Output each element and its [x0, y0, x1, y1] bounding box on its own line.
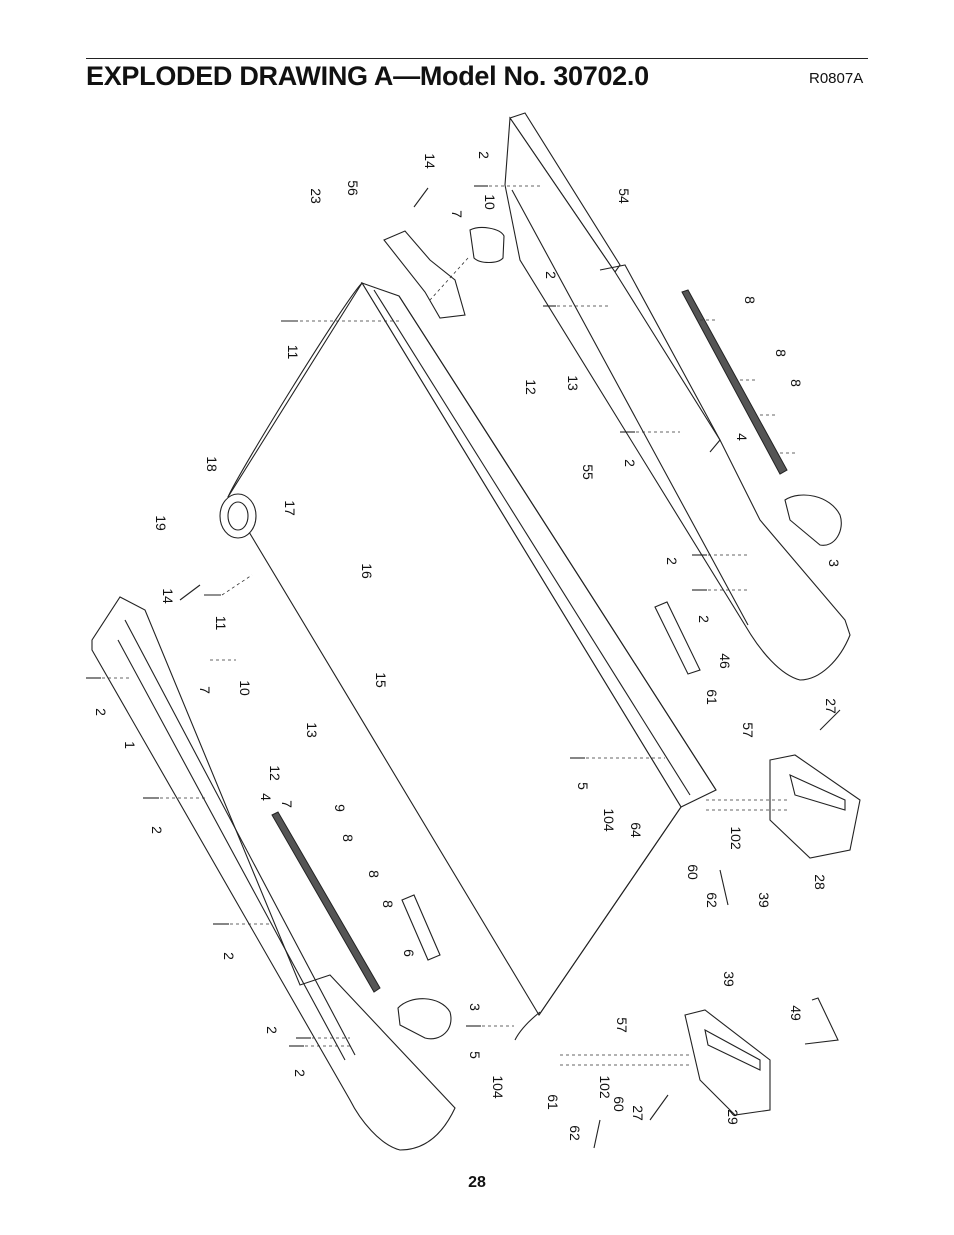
foot-caps — [397, 494, 842, 1040]
part-label-61: 61 — [704, 689, 720, 705]
part-label-46: 46 — [717, 653, 733, 669]
part-label-2: 2 — [221, 952, 237, 960]
part-label-7: 7 — [197, 686, 213, 694]
part-label-5: 5 — [467, 1051, 483, 1059]
leader-lines — [102, 185, 797, 1066]
part-label-12: 12 — [267, 765, 283, 781]
right-rail — [504, 112, 851, 681]
part-label-11: 11 — [285, 345, 301, 360]
part-label-7: 7 — [279, 800, 295, 808]
part-label-27: 27 — [630, 1105, 646, 1121]
part-label-60: 60 — [611, 1096, 627, 1112]
part-label-2: 2 — [149, 826, 165, 834]
part-label-14: 14 — [160, 588, 176, 604]
part-label-39: 39 — [756, 892, 772, 908]
part-label-8: 8 — [340, 834, 356, 842]
part-label-8: 8 — [773, 349, 789, 357]
part-label-2: 2 — [664, 557, 680, 565]
part-label-3: 3 — [467, 1003, 483, 1011]
part-label-2: 2 — [264, 1026, 280, 1034]
part-label-49: 49 — [788, 1005, 804, 1021]
part-label-19: 19 — [153, 515, 169, 531]
part-label-57: 57 — [614, 1017, 630, 1033]
front-roller — [219, 493, 257, 539]
part-label-1: 1 — [122, 741, 138, 749]
rear-bracket-29 — [684, 1009, 771, 1116]
part-label-9: 9 — [332, 804, 348, 812]
part-label-8: 8 — [366, 870, 382, 878]
decal-6 — [401, 894, 441, 961]
part-label-55: 55 — [580, 464, 596, 480]
part-label-6: 6 — [401, 949, 417, 957]
part-label-60: 60 — [685, 864, 701, 880]
part-label-4: 4 — [734, 433, 750, 441]
part-label-3: 3 — [826, 559, 842, 567]
part-label-104: 104 — [490, 1075, 506, 1099]
part-label-8: 8 — [380, 900, 396, 908]
rear-bracket-28 — [769, 754, 861, 859]
left-rail — [91, 596, 456, 1151]
part-label-102: 102 — [728, 826, 744, 850]
page-title: EXPLODED DRAWING A—Model No. 30702.0 — [86, 61, 649, 91]
part-label-2: 2 — [292, 1069, 308, 1077]
belt-guides — [271, 289, 788, 993]
part-label-16: 16 — [359, 563, 375, 579]
part-label-27: 27 — [823, 698, 839, 714]
part-label-10: 10 — [237, 680, 253, 696]
part-label-29: 29 — [725, 1109, 741, 1125]
header-rule — [86, 58, 868, 59]
part-label-7: 7 — [449, 210, 465, 218]
upper-bracket — [383, 227, 505, 319]
part-label-4: 4 — [258, 793, 274, 801]
part-label-23: 23 — [308, 188, 324, 204]
part-label-12: 12 — [523, 379, 539, 395]
part-label-54: 54 — [616, 188, 632, 204]
part-label-102: 102 — [597, 1075, 613, 1099]
part-label-14: 14 — [422, 153, 438, 169]
part-label-104: 104 — [601, 808, 617, 832]
treadmill-deck — [227, 281, 717, 1041]
part-label-61: 61 — [545, 1094, 561, 1110]
part-label-39: 39 — [721, 971, 737, 987]
page-number: 28 — [468, 1174, 486, 1191]
part-label-15: 15 — [373, 672, 389, 688]
part-label-2: 2 — [622, 459, 638, 467]
part-label-13: 13 — [304, 722, 320, 738]
hex-wrench — [804, 997, 839, 1045]
part-label-5: 5 — [575, 782, 591, 790]
part-label-8: 8 — [788, 379, 804, 387]
part-label-13: 13 — [565, 375, 581, 391]
part-label-10: 10 — [482, 194, 498, 210]
part-label-17: 17 — [282, 500, 298, 516]
part-label-2: 2 — [543, 271, 559, 279]
part-label-2: 2 — [476, 151, 492, 159]
screws — [86, 185, 841, 1149]
part-label-62: 62 — [704, 892, 720, 908]
part-label-2: 2 — [93, 708, 109, 716]
part-label-11: 11 — [213, 616, 229, 631]
decal-46 — [654, 601, 701, 675]
part-label-2: 2 — [696, 615, 712, 623]
part-label-62: 62 — [567, 1125, 583, 1141]
drawing-reference-code: R0807A — [809, 70, 864, 87]
part-label-57: 57 — [740, 722, 756, 738]
part-label-56: 56 — [345, 180, 361, 196]
part-label-64: 64 — [628, 822, 644, 838]
part-label-28: 28 — [812, 874, 828, 890]
part-label-8: 8 — [742, 296, 758, 304]
part-label-18: 18 — [204, 456, 220, 472]
